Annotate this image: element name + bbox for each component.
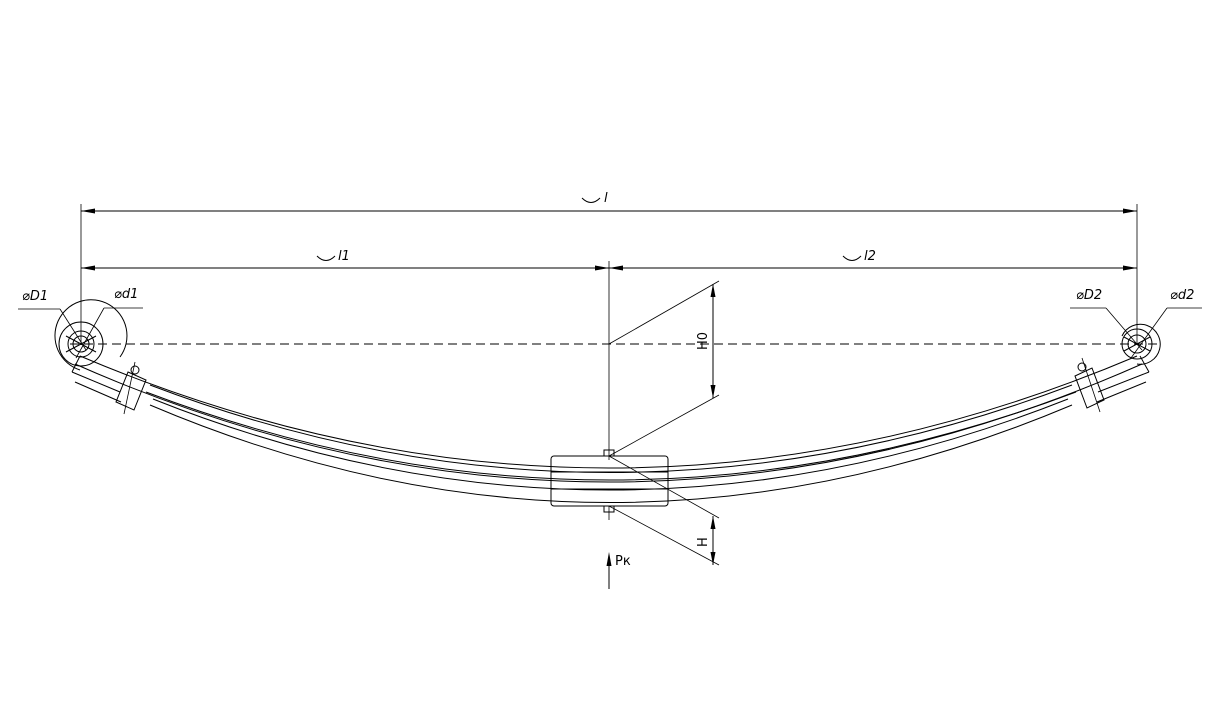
load-arrow: Pк xyxy=(606,552,631,589)
eye-inner-diameter-1-label: ⌀d1 xyxy=(114,287,138,302)
left-eye: ⌀D1 ⌀d1 xyxy=(18,287,143,371)
length-2-label: l2 xyxy=(864,249,876,264)
rebound-clip-right xyxy=(1074,357,1105,413)
dimension-loaded-height: H xyxy=(608,455,720,566)
dimension-l1-l2: l1 l2 xyxy=(81,249,1137,460)
length-1-label: l1 xyxy=(338,249,350,264)
dimension-free-camber: H0 xyxy=(608,280,720,457)
rebound-clip-left xyxy=(115,361,147,415)
loaded-height-label: H xyxy=(696,537,711,547)
free-camber-label: H0 xyxy=(696,332,711,350)
eye-outer-diameter-2-label: ⌀D2 xyxy=(1076,288,1102,303)
right-eye: ⌀D2 ⌀d2 xyxy=(1070,288,1202,365)
eye-inner-diameter-2-label: ⌀d2 xyxy=(1170,288,1194,303)
eye-outer-diameter-1-label: ⌀D1 xyxy=(22,289,48,304)
spring-leaves xyxy=(71,355,1150,503)
load-label: Pк xyxy=(615,554,631,569)
overall-length-label: l xyxy=(604,191,608,206)
center-clamp xyxy=(550,449,669,520)
